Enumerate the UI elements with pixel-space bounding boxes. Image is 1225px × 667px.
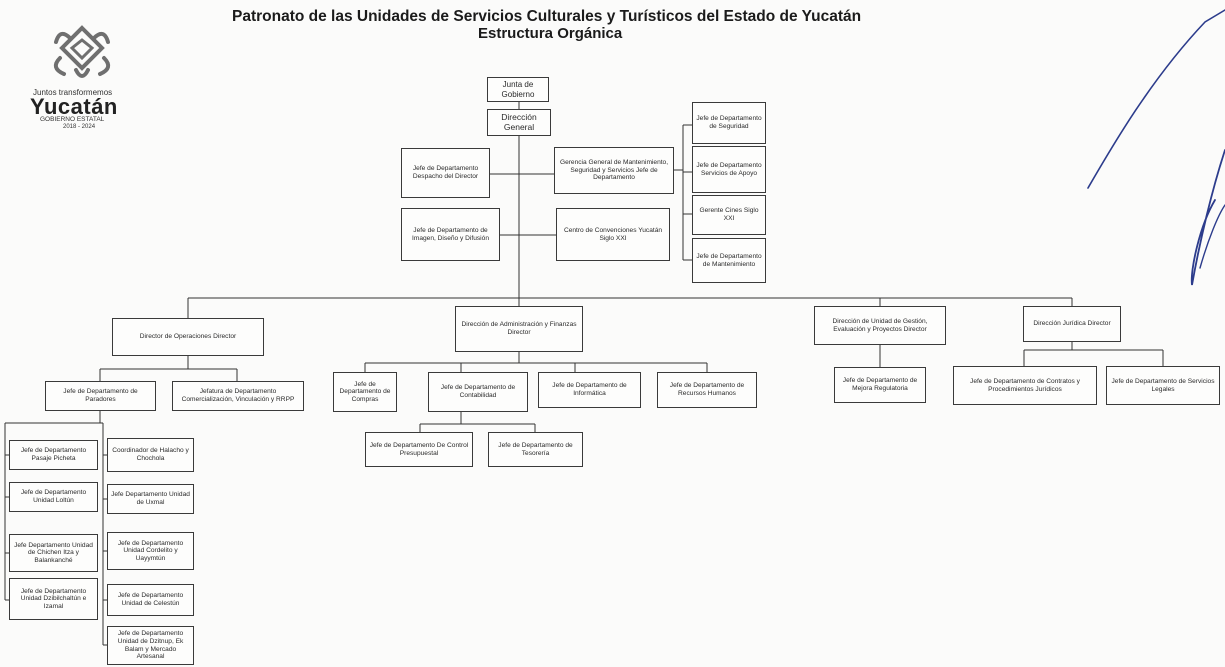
org-box-servicios-apoyo: Jefe de Departamento Servicios de Apoyo: [692, 146, 766, 193]
org-box-centro-convenciones: Centro de Convenciones Yucatán Siglo XXI: [556, 208, 670, 261]
org-box-halacho-chochola: Coordinador de Halacho y Chochola: [107, 438, 194, 472]
org-box-cordelito: Jefe de Departamento Unidad Cordelito y …: [107, 532, 194, 570]
org-box-control-presupuestal: Jefe de Departamento De Control Presupue…: [365, 432, 473, 467]
org-box-dzibilchaltun: Jefe de Departamento Unidad Dzibilchaltú…: [9, 578, 98, 620]
org-box-despacho-director: Jefe de Departamento Despacho del Direct…: [401, 148, 490, 198]
org-box-servicios-legales: Jefe de Departamento de Servicios Legale…: [1106, 366, 1220, 405]
org-box-pasaje-picheta: Jefe de Departamento Pasaje Picheta: [9, 440, 98, 470]
org-box-seguridad: Jefe de Departamento de Seguridad: [692, 102, 766, 144]
org-box-direccion-juridica: Dirección Jurídica Director: [1023, 306, 1121, 342]
org-box-director-operaciones: Director de Operaciones Director: [112, 318, 264, 356]
org-box-informatica: Jefe de Departamento de Informática: [538, 372, 641, 408]
org-box-contabilidad: Jefe de Departamento de Contabilidad: [428, 372, 528, 412]
org-box-direccion-general: Dirección General: [487, 109, 551, 136]
org-box-compras: Jefe de Departamento de Compras: [333, 372, 397, 412]
org-box-mejora-regulatoria: Jefe de Departamento de Mejora Regulator…: [834, 367, 926, 403]
org-box-gerente-cines: Gerente Cines Siglo XXI: [692, 195, 766, 235]
org-box-direccion-gestion: Dirección de Unidad de Gestión, Evaluaci…: [814, 306, 946, 345]
org-box-direccion-administracion: Dirección de Administración y Finanzas D…: [455, 306, 583, 352]
logo-name: Yucatán: [30, 94, 118, 119]
logo-tagline: Juntos transformemos: [33, 88, 113, 97]
org-box-celestun: Jefe de Departamento Unidad de Celestún: [107, 584, 194, 616]
org-box-recursos-humanos: Jefe de Departamento de Recursos Humanos: [657, 372, 757, 408]
logo-years: 2018 - 2024: [63, 124, 96, 130]
org-box-unidad-uxmal: Jefe Departamento Unidad de Uxmal: [107, 484, 194, 514]
org-box-comercializacion: Jefatura de Departamento Comercializació…: [172, 381, 304, 411]
page-subtitle: Estructura Orgánica: [478, 25, 623, 42]
logo-government: GOBIERNO ESTATAL: [40, 116, 105, 123]
yucatan-logo-icon: [53, 25, 111, 78]
page-title: Patronato de las Unidades de Servicios C…: [232, 8, 862, 25]
org-box-paradores: Jefe de Departamento de Paradores: [45, 381, 156, 411]
org-box-mantenimiento: Jefe de Departamento de Mantenimiento: [692, 238, 766, 283]
org-box-dzitnup: Jefe de Departamento Unidad de Dzitnup, …: [107, 626, 194, 665]
org-box-contratos: Jefe de Departamento de Contratos y Proc…: [953, 366, 1097, 405]
org-box-junta-de-gobierno: Junta de Gobierno: [487, 77, 549, 102]
org-box-unidad-loltun: Jefe de Departamento Unidad Loltún: [9, 482, 98, 512]
org-box-imagen-diseno-difusion: Jefe de Departamento de Imagen, Diseño y…: [401, 208, 500, 261]
org-box-tesoreria: Jefe de Departamento de Tesorería: [488, 432, 583, 467]
org-box-gerencia-mantenimiento: Gerencia General de Mantenimiento, Segur…: [554, 147, 674, 194]
org-box-chichen-itza: Jefe Departamento Unidad de Chichen Itza…: [9, 534, 98, 572]
